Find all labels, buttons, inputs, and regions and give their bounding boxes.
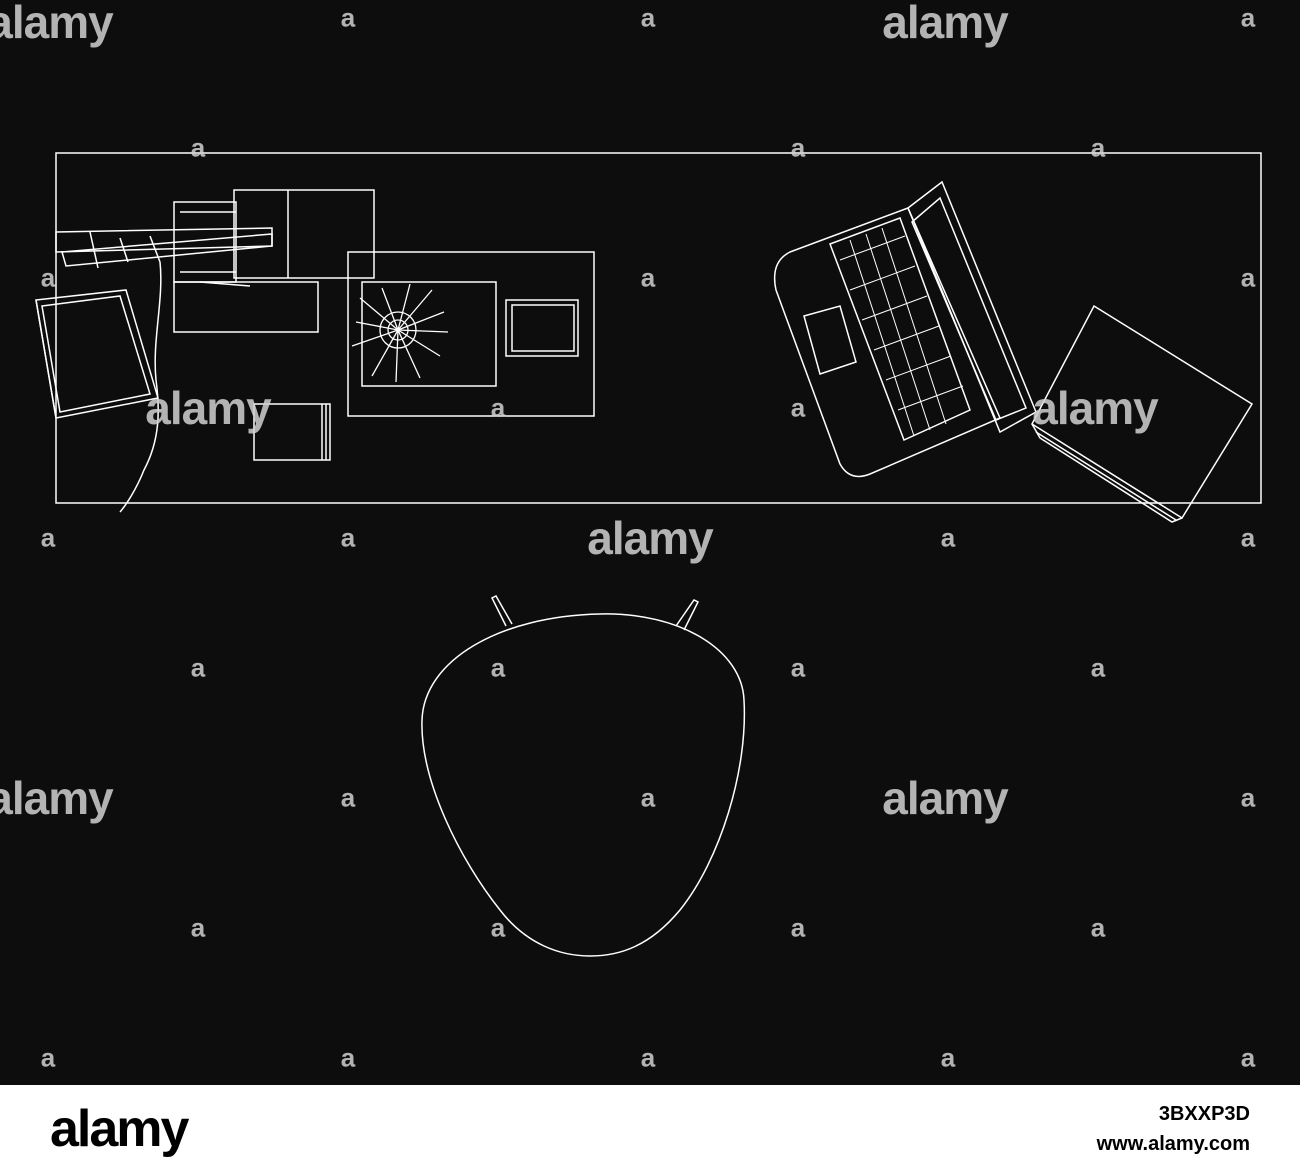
paper-tray [347,251,595,417]
plant [351,283,449,383]
footer-bar: alamy 3BXXP3D www.alamy.com [0,1085,1300,1173]
image-id: 3BXXP3D [1158,1103,1250,1125]
desk-outline [55,152,1262,504]
laptop-keyboard-grid [839,227,964,437]
site-url[interactable]: www.alamy.com [1096,1133,1250,1155]
chair [421,595,746,957]
notebook-small [253,403,331,461]
book-left [35,289,159,419]
book-right [1031,304,1254,523]
desk-top-view-drawing [35,152,1262,957]
footer-logo: alamy [50,1100,189,1158]
laptop [773,180,1037,478]
desk-lamp [55,189,375,513]
